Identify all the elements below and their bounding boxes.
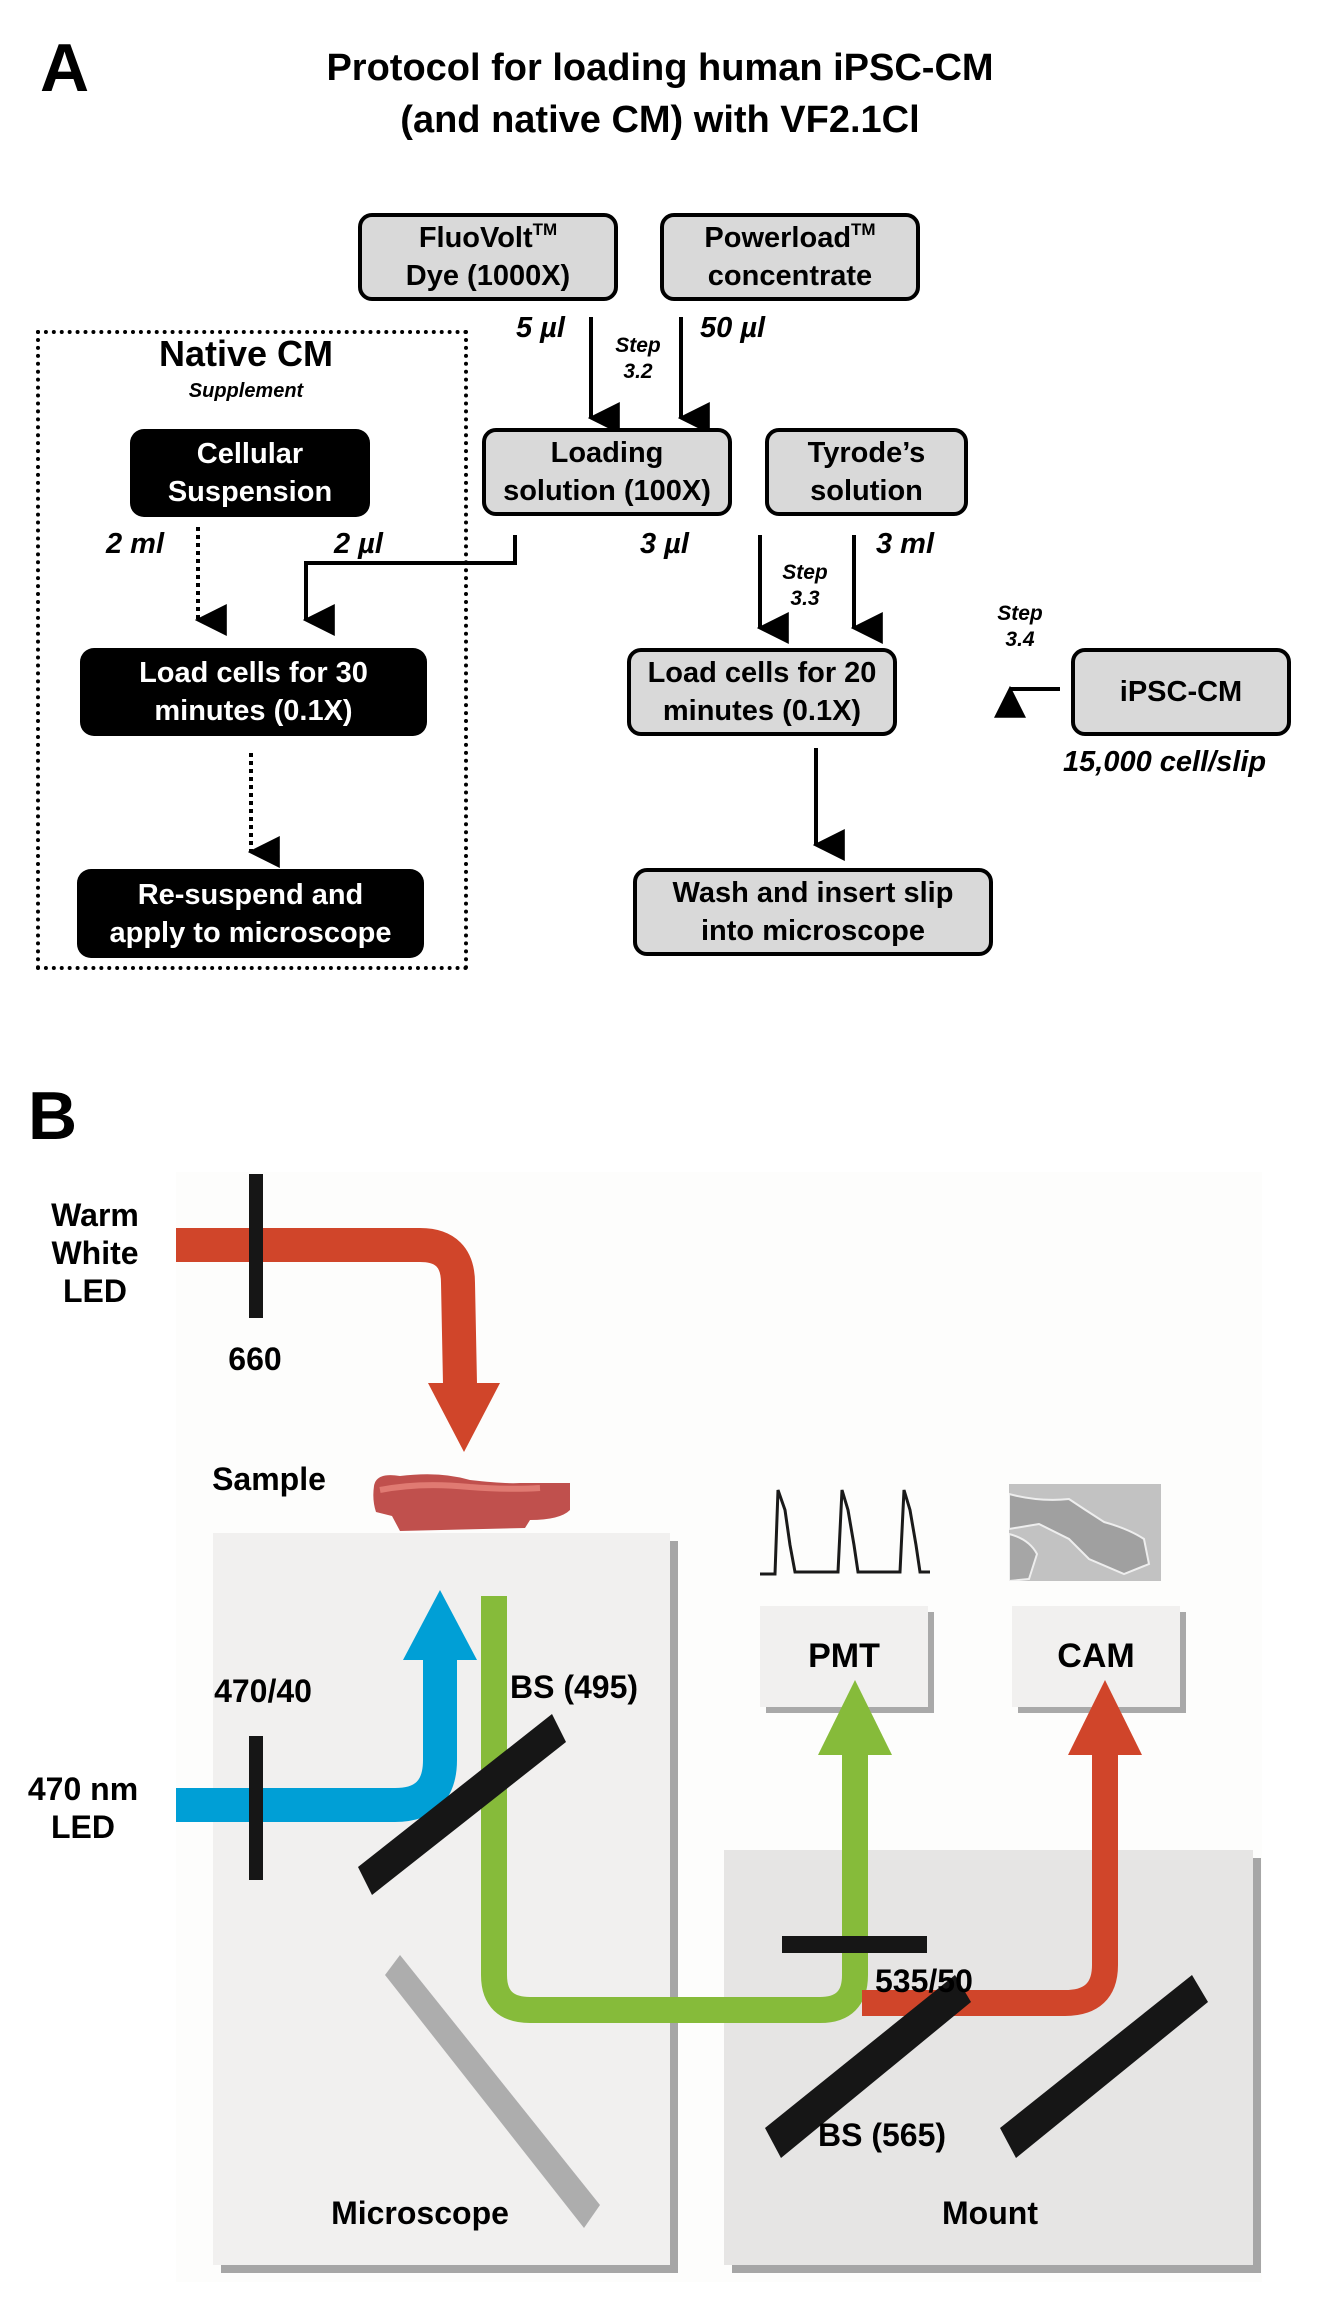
trademark-sup: TM — [851, 220, 876, 239]
powerload-line2: concentrate — [707, 260, 873, 292]
pmt-detector: PMT — [760, 1606, 928, 1707]
amount-loading-to-ipsc: 3 µl — [640, 528, 689, 560]
sample-cell — [373, 1474, 570, 1531]
mount-panel — [724, 1850, 1253, 2265]
red-emission-arrowhead — [1068, 1680, 1142, 1755]
box-loading-solution: Loading solution (100X) — [482, 428, 732, 516]
blue-led-label: 470 nm LED — [27, 1771, 139, 1845]
amount-loading-to-native: 2 µl — [334, 528, 383, 560]
powerload-label: Powerload — [704, 222, 852, 254]
filter-470-label: 470/40 — [214, 1673, 312, 1709]
native-cm-title: Native CM — [158, 333, 334, 374]
box-load-cells-30: Load cells for 30 minutes (0.1X) — [80, 648, 427, 736]
panel-a-letter: A — [40, 30, 90, 106]
amount-tyrodes: 3 ml — [876, 528, 935, 560]
native-cm-frame — [36, 330, 468, 970]
fluovolt-line2: Dye (1000X) — [405, 260, 571, 292]
red-emission-path — [862, 1755, 1118, 2016]
red-beam-path — [176, 1228, 477, 1385]
camera-image — [1009, 1484, 1161, 1581]
step-3-2: Step 3.2 — [615, 334, 661, 383]
arrow-loading-to-native — [302, 535, 517, 636]
sample-highlight — [379, 1482, 541, 1493]
box-ipsc-cm: iPSC-CM — [1071, 648, 1291, 736]
fluovolt-label: FluoVolt — [418, 222, 533, 254]
filter-535-label: 535/50 — [875, 1963, 973, 1999]
green-beam-arrowhead — [818, 1680, 892, 1755]
cam-mirror — [1000, 1975, 1208, 2158]
pmt-trace-icon — [760, 1489, 930, 1576]
step-3-4: Step 3.4 — [997, 602, 1043, 651]
protocol-title-line2: (and native CM) with VF2.1Cl — [400, 99, 920, 141]
green-beam-path — [481, 1596, 868, 2023]
bs495-label: BS (495) — [510, 1669, 639, 1705]
blue-beam-path — [176, 1660, 457, 1822]
amount-suspension: 2 ml — [106, 528, 165, 560]
bs565-label: BS (565) — [818, 2117, 947, 2153]
filter-535-bar — [782, 1936, 927, 1953]
blue-beam-arrowhead — [403, 1590, 477, 1660]
microscope-label: Microscope — [331, 2195, 509, 2231]
box-tyrodes-solution: Tyrode’s solution — [765, 428, 968, 516]
amount-powerload: 50 µl — [700, 312, 766, 344]
microscope-mirror — [385, 1955, 600, 2228]
cardiomyocyte-image-icon — [1009, 1484, 1161, 1581]
warm-white-led-label: Warm White LED — [51, 1197, 139, 1309]
filter-660-label: 660 — [228, 1341, 282, 1377]
native-cm-subtitle: Supplement — [188, 380, 304, 402]
bs495-mirror — [358, 1714, 566, 1895]
red-beam-arrowhead — [428, 1383, 500, 1452]
panel-b-letter: B — [28, 1078, 78, 1154]
protocol-title-line1: Protocol for loading human iPSC-CM — [326, 47, 994, 89]
step-3-3: Step 3.3 — [782, 561, 828, 610]
sample-label: Sample — [212, 1461, 326, 1497]
filter-660-bar — [249, 1174, 263, 1318]
trademark-sup: TM — [532, 220, 558, 239]
box-cellular-suspension: Cellular Suspension — [130, 429, 370, 517]
amount-dye: 5 µl — [516, 312, 565, 344]
bs565-mirror — [765, 1975, 971, 2158]
box-fluovolt-dye: FluoVoltTM Dye (1000X) — [358, 213, 618, 301]
amount-cells-per-slip: 15,000 cell/slip — [1063, 746, 1267, 778]
camera-detector: CAM — [1012, 1606, 1180, 1707]
filter-470-bar — [249, 1736, 263, 1880]
box-powerload: PowerloadTM concentrate — [660, 213, 920, 301]
mount-label: Mount — [942, 2195, 1038, 2231]
box-load-cells-20: Load cells for 20 minutes (0.1X) — [627, 648, 897, 736]
flow-connectors — [194, 317, 1060, 868]
box-wash-insert: Wash and insert slip into microscope — [633, 868, 993, 956]
box-resuspend: Re-suspend and apply to microscope — [77, 869, 424, 958]
